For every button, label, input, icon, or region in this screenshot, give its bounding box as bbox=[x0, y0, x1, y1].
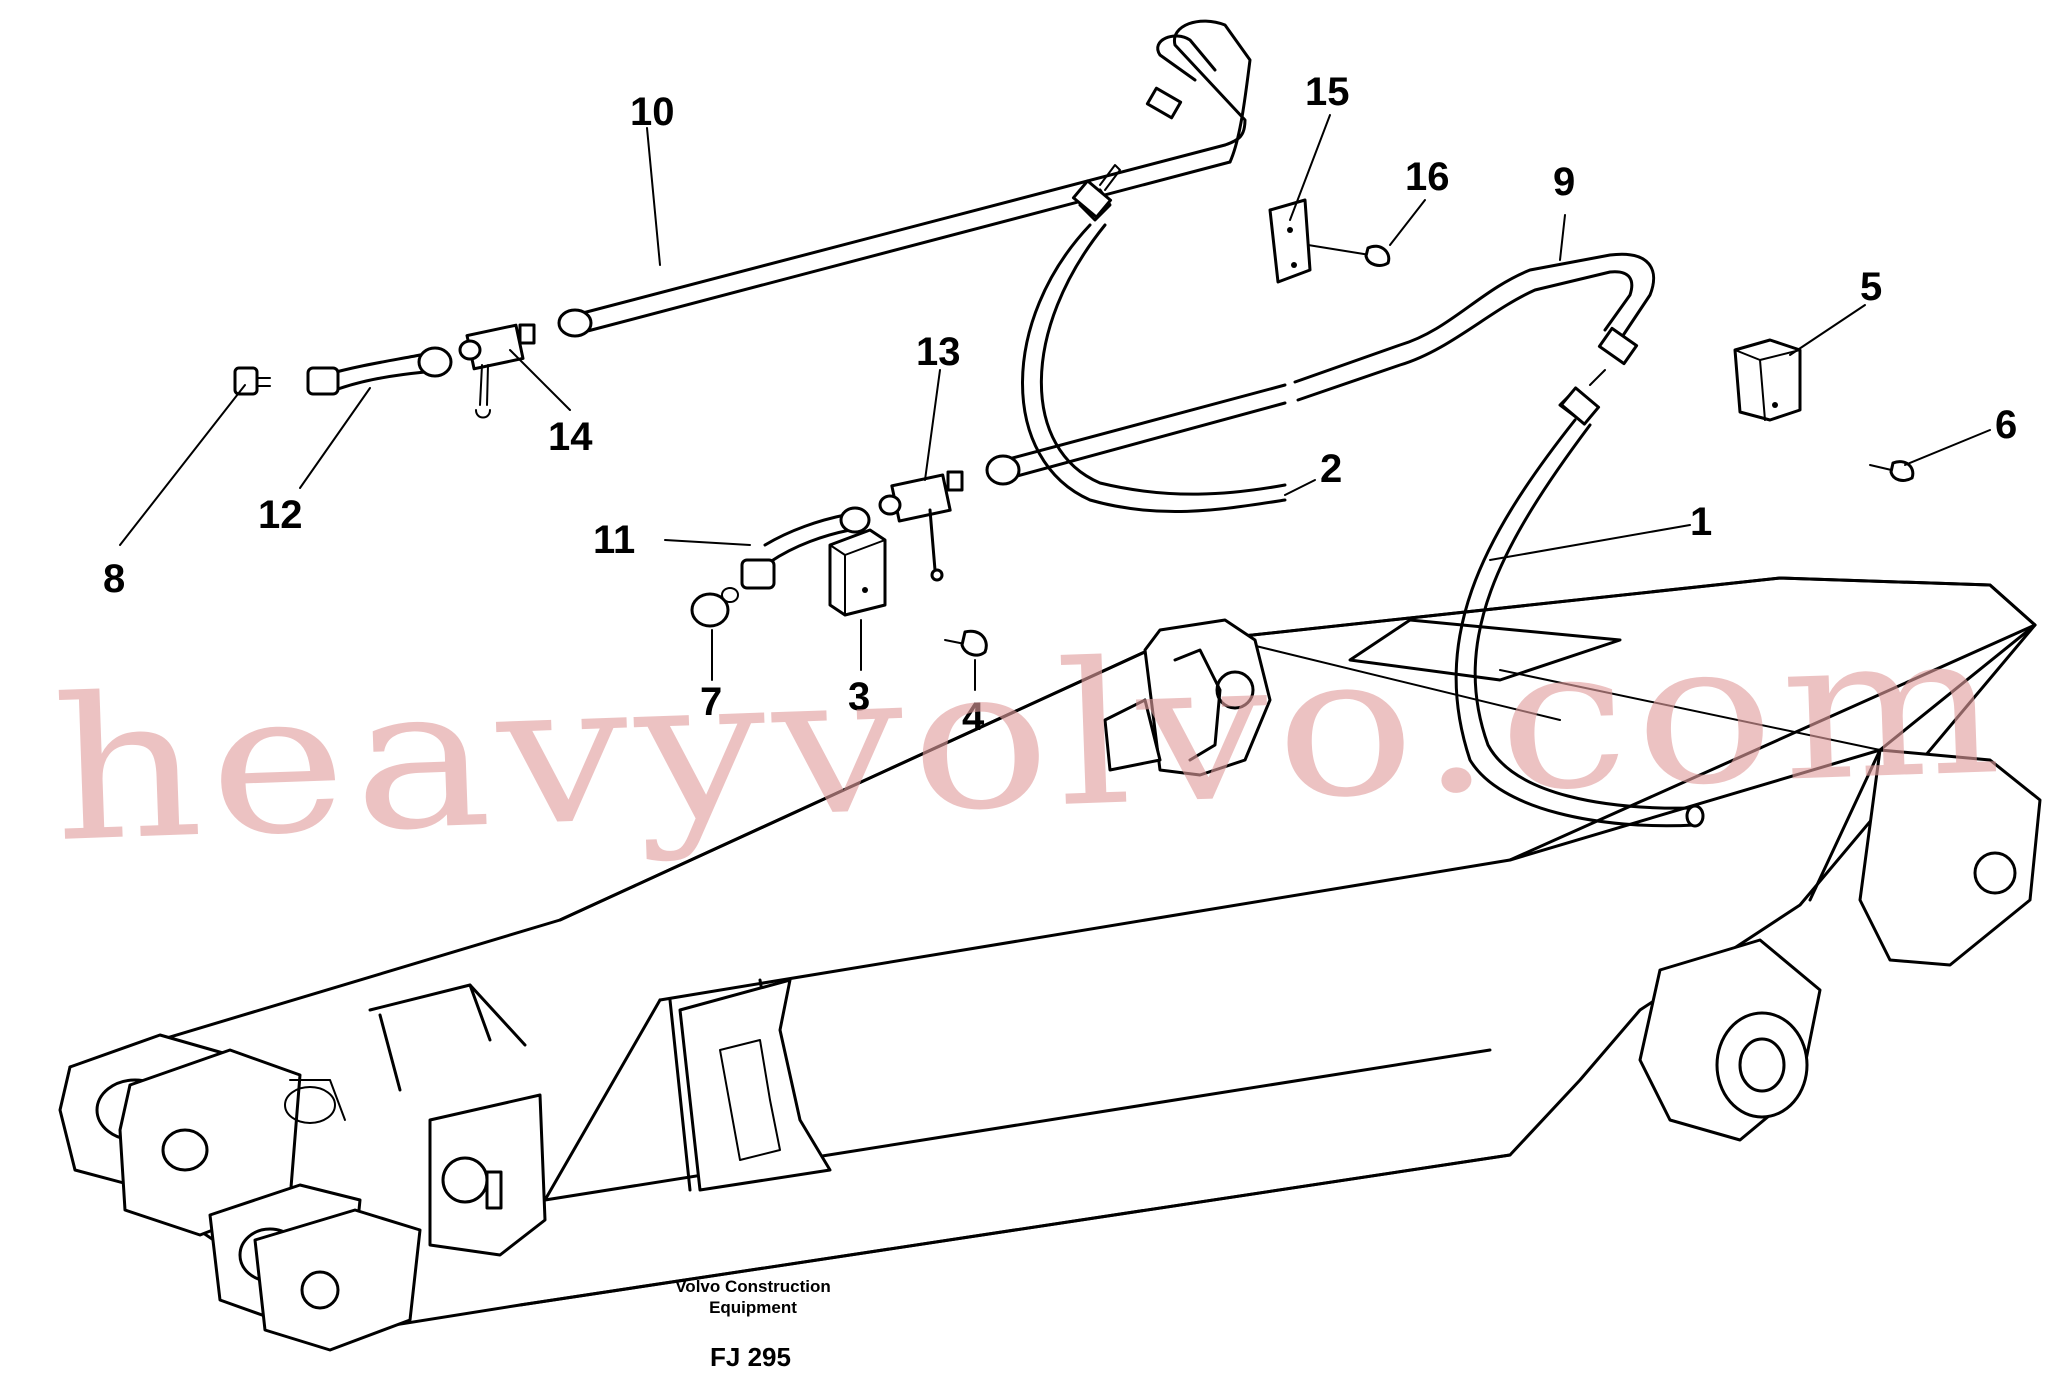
boom-arm bbox=[58, 576, 2042, 1352]
fittings bbox=[458, 198, 1915, 657]
callout-7: 7 bbox=[700, 680, 722, 724]
callout-11: 11 bbox=[593, 518, 635, 562]
callouts: 1 2 3 4 5 6 7 8 9 10 11 12 13 14 15 16 bbox=[103, 70, 2017, 739]
caption-company: Volvo Construction bbox=[675, 1277, 831, 1296]
callout-4: 4 bbox=[962, 695, 985, 739]
callout-10: 10 bbox=[630, 90, 675, 134]
caption: Volvo Construction Equipment FJ 295 bbox=[675, 1277, 831, 1372]
callout-9: 9 bbox=[1553, 160, 1575, 204]
caption-company-line2: Equipment bbox=[709, 1298, 797, 1317]
callout-15: 15 bbox=[1305, 70, 1350, 114]
callout-8: 8 bbox=[103, 557, 125, 601]
callout-6: 6 bbox=[1995, 403, 2017, 447]
callout-14: 14 bbox=[548, 415, 593, 459]
figure-code: FJ 295 bbox=[710, 1342, 791, 1372]
callout-16: 16 bbox=[1405, 155, 1450, 199]
callout-2: 2 bbox=[1320, 447, 1342, 491]
hose-lines bbox=[233, 19, 1705, 828]
callout-5: 5 bbox=[1860, 265, 1882, 309]
callout-1: 1 bbox=[1690, 500, 1712, 544]
callout-3: 3 bbox=[848, 675, 870, 719]
callout-12: 12 bbox=[258, 493, 303, 537]
leader-lines bbox=[119, 114, 1991, 691]
callout-13: 13 bbox=[916, 330, 961, 374]
